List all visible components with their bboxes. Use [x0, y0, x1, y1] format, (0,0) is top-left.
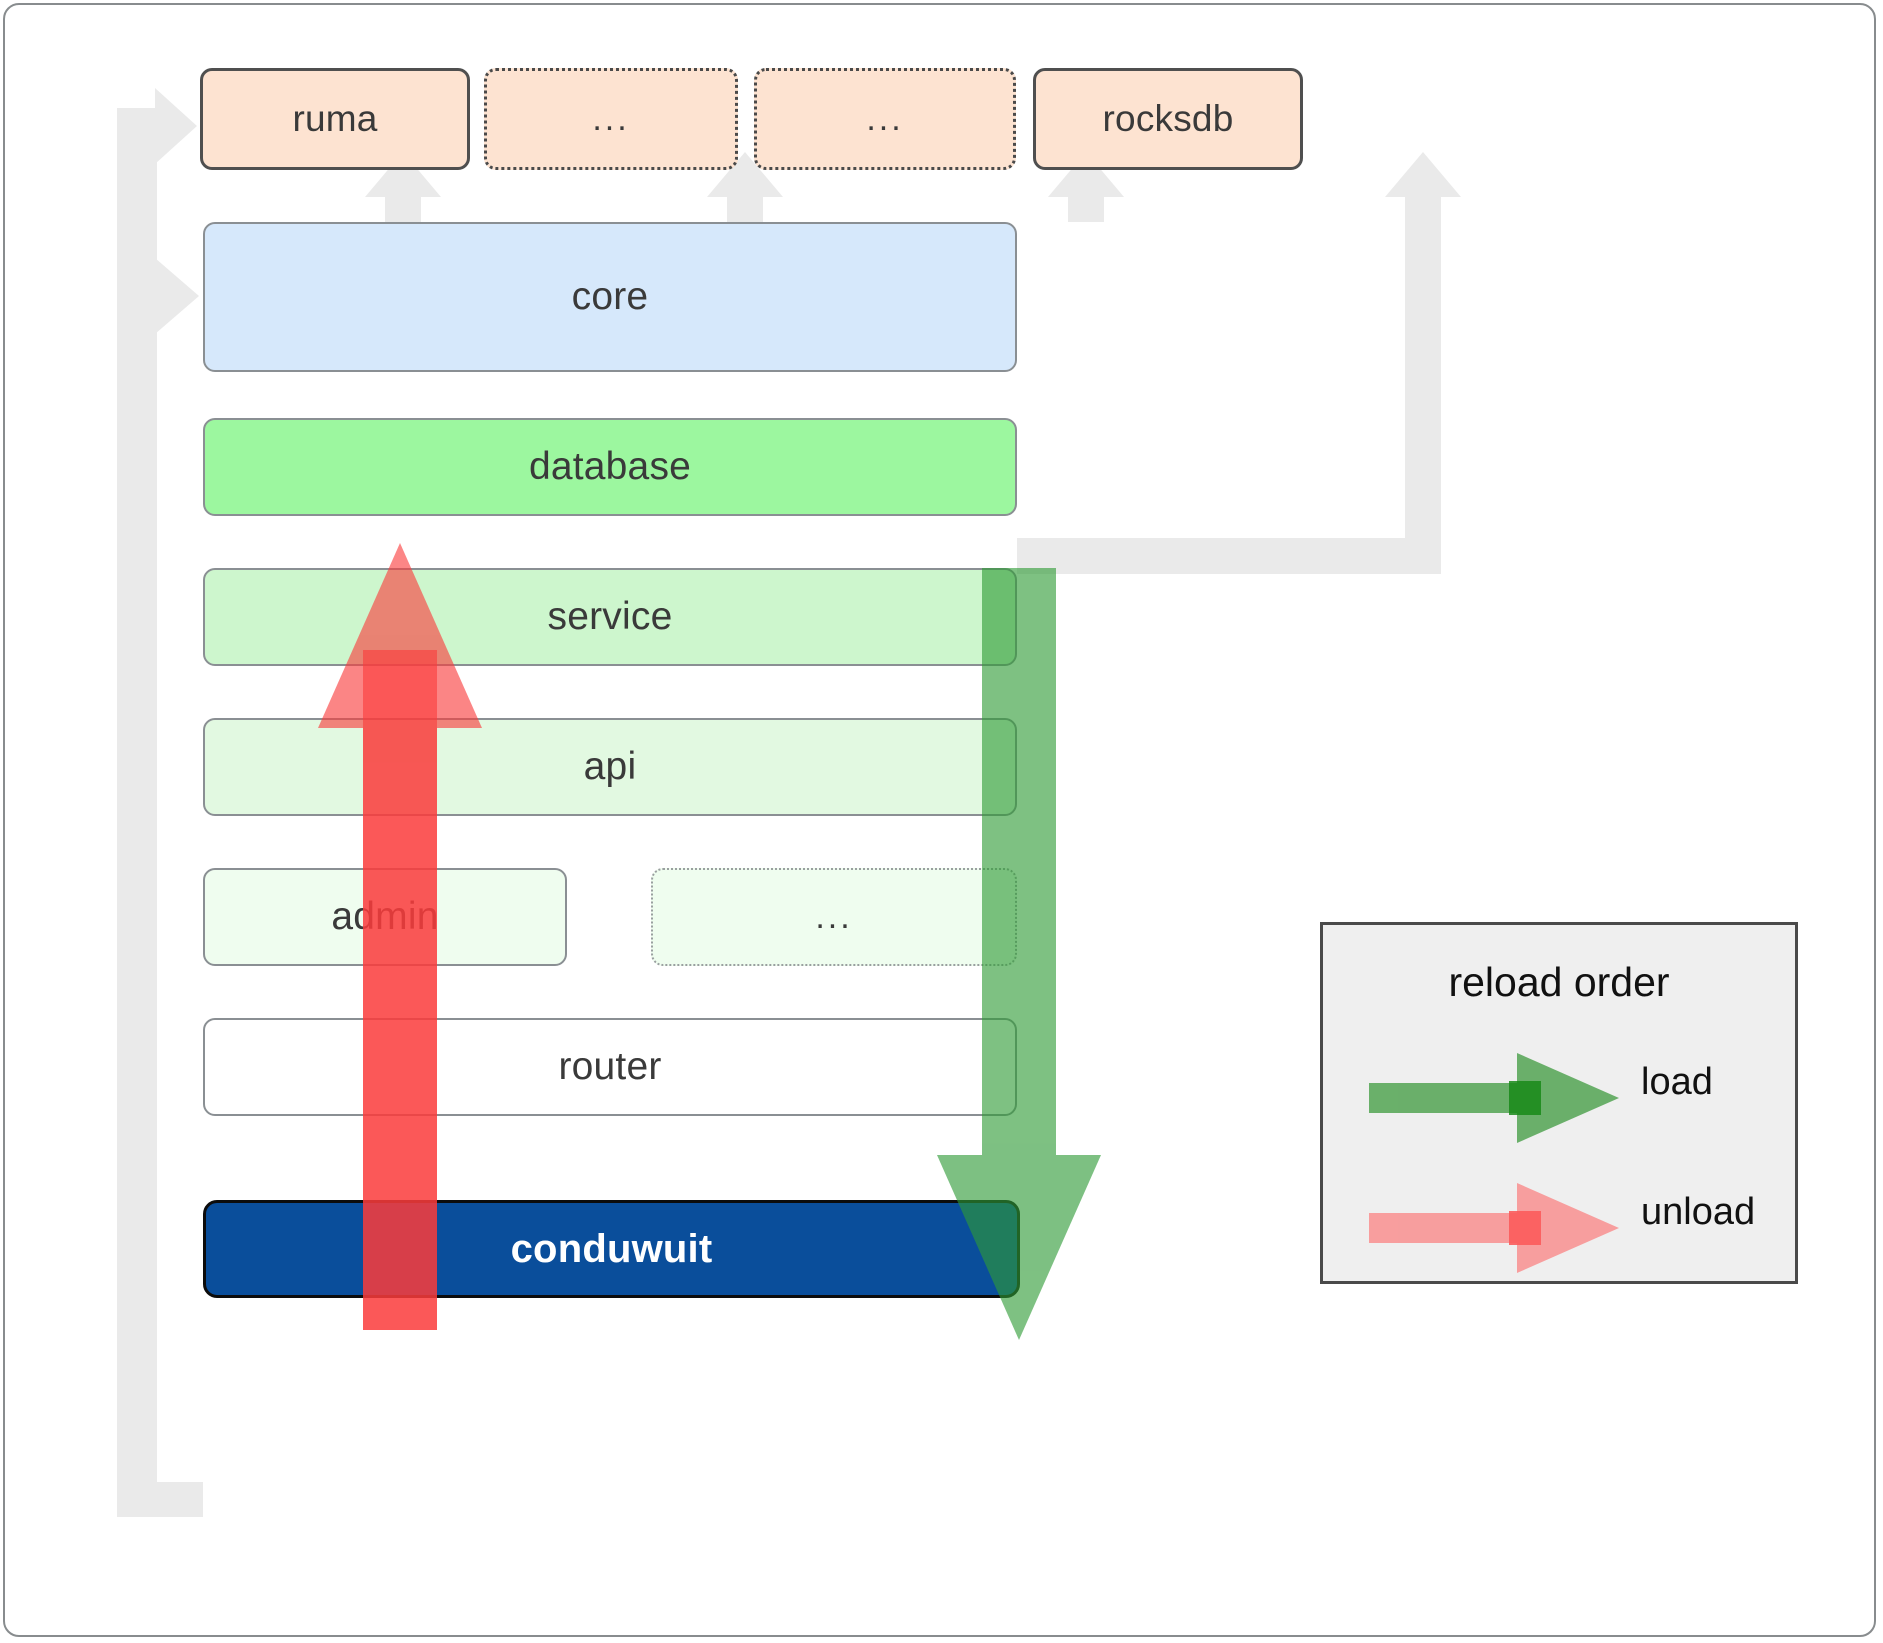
- module-service[interactable]: service: [203, 568, 1017, 666]
- legend-title: reload order: [1448, 959, 1670, 1005]
- crate-ruma-label: ruma: [292, 98, 378, 139]
- app-conduwuit-label: conduwuit: [510, 1226, 713, 1271]
- load-legend-icon: [1369, 1053, 1619, 1143]
- crate-ellipsis-1-label: ...: [592, 99, 630, 138]
- legend-label-load: load: [1641, 1061, 1713, 1103]
- crate-ruma[interactable]: ruma: [200, 68, 470, 170]
- module-router-label: router: [558, 1045, 662, 1088]
- module-database-label: database: [528, 445, 692, 488]
- unload-legend-icon: [1369, 1183, 1619, 1273]
- module-ellipsis[interactable]: ...: [651, 868, 1017, 966]
- module-core-label: core: [571, 275, 649, 318]
- legend-reload-order: reload order load unload: [1320, 922, 1798, 1284]
- module-database[interactable]: database: [203, 418, 1017, 516]
- crate-rocksdb[interactable]: rocksdb: [1033, 68, 1303, 170]
- module-ellipsis-label: ...: [815, 897, 853, 936]
- module-api[interactable]: api: [203, 718, 1017, 816]
- module-api-label: api: [583, 745, 637, 788]
- crate-rocksdb-label: rocksdb: [1102, 98, 1234, 139]
- legend-row-load: load: [1323, 1053, 1795, 1143]
- crate-ellipsis-2-label: ...: [866, 99, 904, 138]
- app-conduwuit[interactable]: conduwuit: [203, 1200, 1020, 1298]
- module-router[interactable]: router: [203, 1018, 1017, 1116]
- crate-ellipsis-1[interactable]: ...: [484, 68, 738, 170]
- module-admin-label: admin: [331, 895, 439, 938]
- crate-ellipsis-2[interactable]: ...: [754, 68, 1016, 170]
- legend-row-unload: unload: [1323, 1183, 1795, 1273]
- module-service-label: service: [547, 595, 673, 638]
- legend-label-unload: unload: [1641, 1191, 1756, 1233]
- module-admin[interactable]: admin: [203, 868, 567, 966]
- module-core[interactable]: core: [203, 222, 1017, 372]
